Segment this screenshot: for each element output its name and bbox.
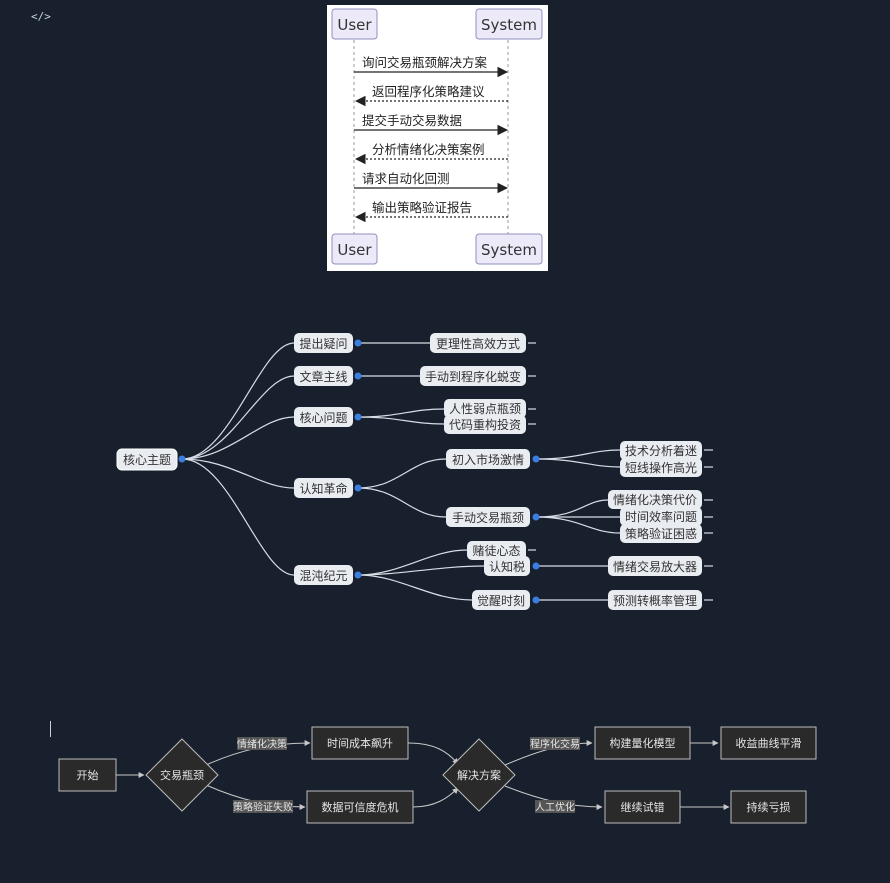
svg-text:初入市场激情: 初入市场激情 [452,452,524,467]
sequence-message-4: 分析情绪化决策案例 [354,142,508,165]
mindmap-node-renxingruodian[interactable]: 人性弱点瓶颈 [444,399,526,418]
svg-text:赌徒心态: 赌徒心态 [472,544,520,558]
text-cursor [50,721,51,737]
svg-text:提交手动交易数据: 提交手动交易数据 [362,113,462,128]
mindmap-node-shoudongdao[interactable]: 手动到程序化蜕变 [420,366,526,386]
mindmap-node-genglixing[interactable]: 更理性高效方式 [430,333,526,353]
flow-node-quant-model[interactable]: 构建量化模型 [594,726,691,760]
sequence-message-2: 返回程序化策略建议 [354,84,508,107]
code-view-icon[interactable]: </> [31,10,51,23]
svg-text:情绪化决策: 情绪化决策 [237,738,287,751]
sequence-background [327,5,548,271]
svg-text:策略验证失败: 策略验证失败 [233,801,293,814]
actor-user-bottom: User [331,233,378,265]
svg-text:核心问题: 核心问题 [299,411,347,425]
mindmap-node-tichuyiwen[interactable]: 提出疑问 [294,333,353,353]
mindmap-node-wenzhangzhuxian[interactable]: 文章主线 [294,366,353,386]
mindmap-node-shoudongjiaoyi[interactable]: 手动交易瓶颈 [446,507,530,527]
actor-system-bottom: System [475,233,543,265]
sequence-diagram: User System User System 询问交易瓶颈解决方案 返回程序化… [327,5,548,271]
flow-decision-bottleneck[interactable]: 交易瓶颈 [145,738,219,812]
svg-text:情绪交易放大器: 情绪交易放大器 [613,559,697,574]
flow-node-smooth-curve[interactable]: 收益曲线平滑 [720,726,817,760]
svg-text:手动到程序化蜕变: 手动到程序化蜕变 [425,369,521,384]
svg-text:核心主题: 核心主题 [123,453,171,467]
svg-text:System: System [481,16,537,34]
svg-text:时间效率问题: 时间效率问题 [625,509,697,524]
svg-text:文章主线: 文章主线 [299,369,347,384]
mindmap-node-qingxuhuajuece[interactable]: 情绪化决策代价 [608,490,702,509]
svg-text:手动交易瓶颈: 手动交易瓶颈 [452,510,524,525]
svg-text:User: User [337,16,372,34]
svg-text:程序化交易: 程序化交易 [530,738,580,751]
flow-node-data-crisis[interactable]: 数据可信度危机 [306,790,414,824]
svg-text:认知税: 认知税 [489,560,525,574]
svg-text:情绪化决策代价: 情绪化决策代价 [613,493,697,507]
mindmap-node-celueyanzheng[interactable]: 策略验证困惑 [620,524,702,543]
svg-text:分析情绪化决策案例: 分析情绪化决策案例 [372,142,485,157]
sequence-message-1: 询问交易瓶颈解决方案 [354,55,509,78]
svg-text:人工优化: 人工优化 [535,801,575,814]
flow-decision-solution[interactable]: 解决方案 [442,738,516,812]
mindmap-node-hexinwenti[interactable]: 核心问题 [294,407,353,427]
flow-edge-label-programmatic: 程序化交易 [530,737,580,751]
svg-text:认知革命: 认知革命 [299,481,347,496]
mindmap-node-renzhishui[interactable]: 认知税 [484,556,530,576]
svg-text:持续亏损: 持续亏损 [747,800,791,814]
flow-edge-label-verify-fail: 策略验证失败 [233,800,293,814]
svg-text:时间成本飙升: 时间成本飙升 [327,736,393,750]
svg-text:人性弱点瓶颈: 人性弱点瓶颈 [449,402,521,416]
svg-text:技术分析着迷: 技术分析着迷 [625,443,697,458]
mindmap-node-shijianxiaolv[interactable]: 时间效率问题 [620,507,702,526]
mindmap-node-churushichang[interactable]: 初入市场激情 [446,449,530,469]
mindmap-node-dutuxintai[interactable]: 赌徒心态 [467,541,526,560]
mindmap-node-daimachonggou[interactable]: 代码重构投资 [444,415,526,434]
mindmap-node-duanxiancaozuo[interactable]: 短线操作高光 [620,458,702,477]
svg-text:数据可信度危机: 数据可信度危机 [322,800,399,814]
svg-text:输出策略验证报告: 输出策略验证报告 [372,200,472,215]
mindmap-node-hundunjiyuan[interactable]: 混沌纪元 [294,565,353,585]
mindmap-junction-dots [178,339,540,604]
mindmap: 核心主题 提出疑问 文章主线 核心问题 认知革命 混沌纪元 更理性高效方式 [116,333,713,610]
flow-edge-label-manual-opt: 人工优化 [535,800,575,814]
svg-text:更理性高效方式: 更理性高效方式 [436,336,520,351]
actor-user-top: User [331,8,378,40]
mindmap-edges [181,342,713,601]
svg-text:询问交易瓶颈解决方案: 询问交易瓶颈解决方案 [362,55,488,70]
svg-text:觉醒时刻: 觉醒时刻 [477,594,525,608]
svg-text:交易瓶颈: 交易瓶颈 [160,768,204,782]
svg-text:短线操作高光: 短线操作高光 [625,460,697,475]
svg-text:解决方案: 解决方案 [457,768,501,782]
sequence-message-3: 提交手动交易数据 [354,113,509,136]
svg-text:策略验证困惑: 策略验证困惑 [625,526,697,541]
svg-text:请求自动化回测: 请求自动化回测 [362,171,450,186]
svg-text:开始: 开始 [77,768,99,782]
svg-text:提出疑问: 提出疑问 [299,336,347,351]
mindmap-node-renzhigeming[interactable]: 认知革命 [294,478,353,498]
svg-text:构建量化模型: 构建量化模型 [610,736,676,750]
svg-text:User: User [337,241,372,259]
svg-text:继续试错: 继续试错 [621,800,665,814]
mindmap-node-yucezhuan[interactable]: 预测转概率管理 [608,590,702,610]
actor-system-top: System [475,8,543,40]
svg-text:System: System [481,241,537,259]
svg-text:预测转概率管理: 预测转概率管理 [613,593,697,608]
flow-edge-label-emotional: 情绪化决策 [237,737,287,751]
sequence-message-5: 请求自动化回测 [354,171,509,194]
mindmap-node-jishufenxi[interactable]: 技术分析着迷 [620,441,702,460]
mindmap-node-qingxujiaoyi[interactable]: 情绪交易放大器 [608,556,702,576]
mindmap-root-node[interactable]: 核心主题 [116,448,178,471]
svg-text:收益曲线平滑: 收益曲线平滑 [736,736,802,750]
flow-node-start[interactable]: 开始 [58,758,117,792]
flow-node-loss[interactable]: 持续亏损 [730,790,807,824]
mindmap-node-juexingshike[interactable]: 觉醒时刻 [472,590,530,610]
svg-text:返回程序化策略建议: 返回程序化策略建议 [372,84,485,99]
sequence-message-6: 输出策略验证报告 [354,200,508,223]
flowchart: 情绪化决策 策略验证失败 程序化交易 人工优化 开始 交易瓶颈 时间成本飙升 [58,726,817,824]
svg-text:混沌纪元: 混沌纪元 [299,569,347,583]
flow-node-time-cost[interactable]: 时间成本飙升 [311,726,409,760]
flow-node-trial[interactable]: 继续试错 [604,790,681,824]
svg-text:代码重构投资: 代码重构投资 [449,417,521,432]
